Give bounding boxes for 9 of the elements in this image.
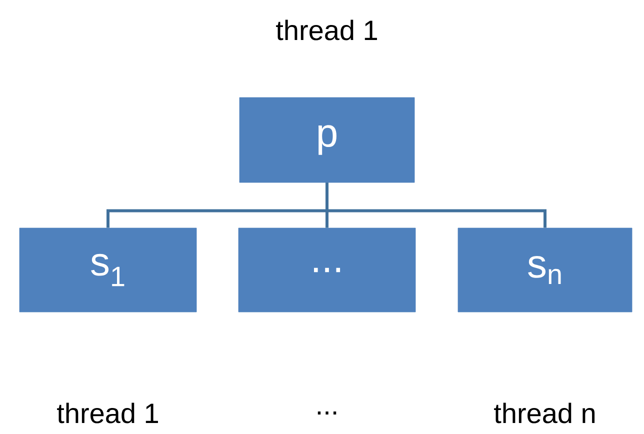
process-box: s$_{n}$: [458, 228, 632, 312]
connector-line: [326, 182, 546, 228]
process-box: ...: [238, 228, 416, 312]
thread-label: thread n: [494, 402, 595, 424]
thread-label: ...: [318, 412, 336, 414]
thread-label: thread 1: [57, 402, 158, 424]
thread-label: thread 1: [276, 20, 377, 40]
process-box: s$_{1}$: [19, 228, 197, 312]
process-box: p: [239, 97, 415, 183]
